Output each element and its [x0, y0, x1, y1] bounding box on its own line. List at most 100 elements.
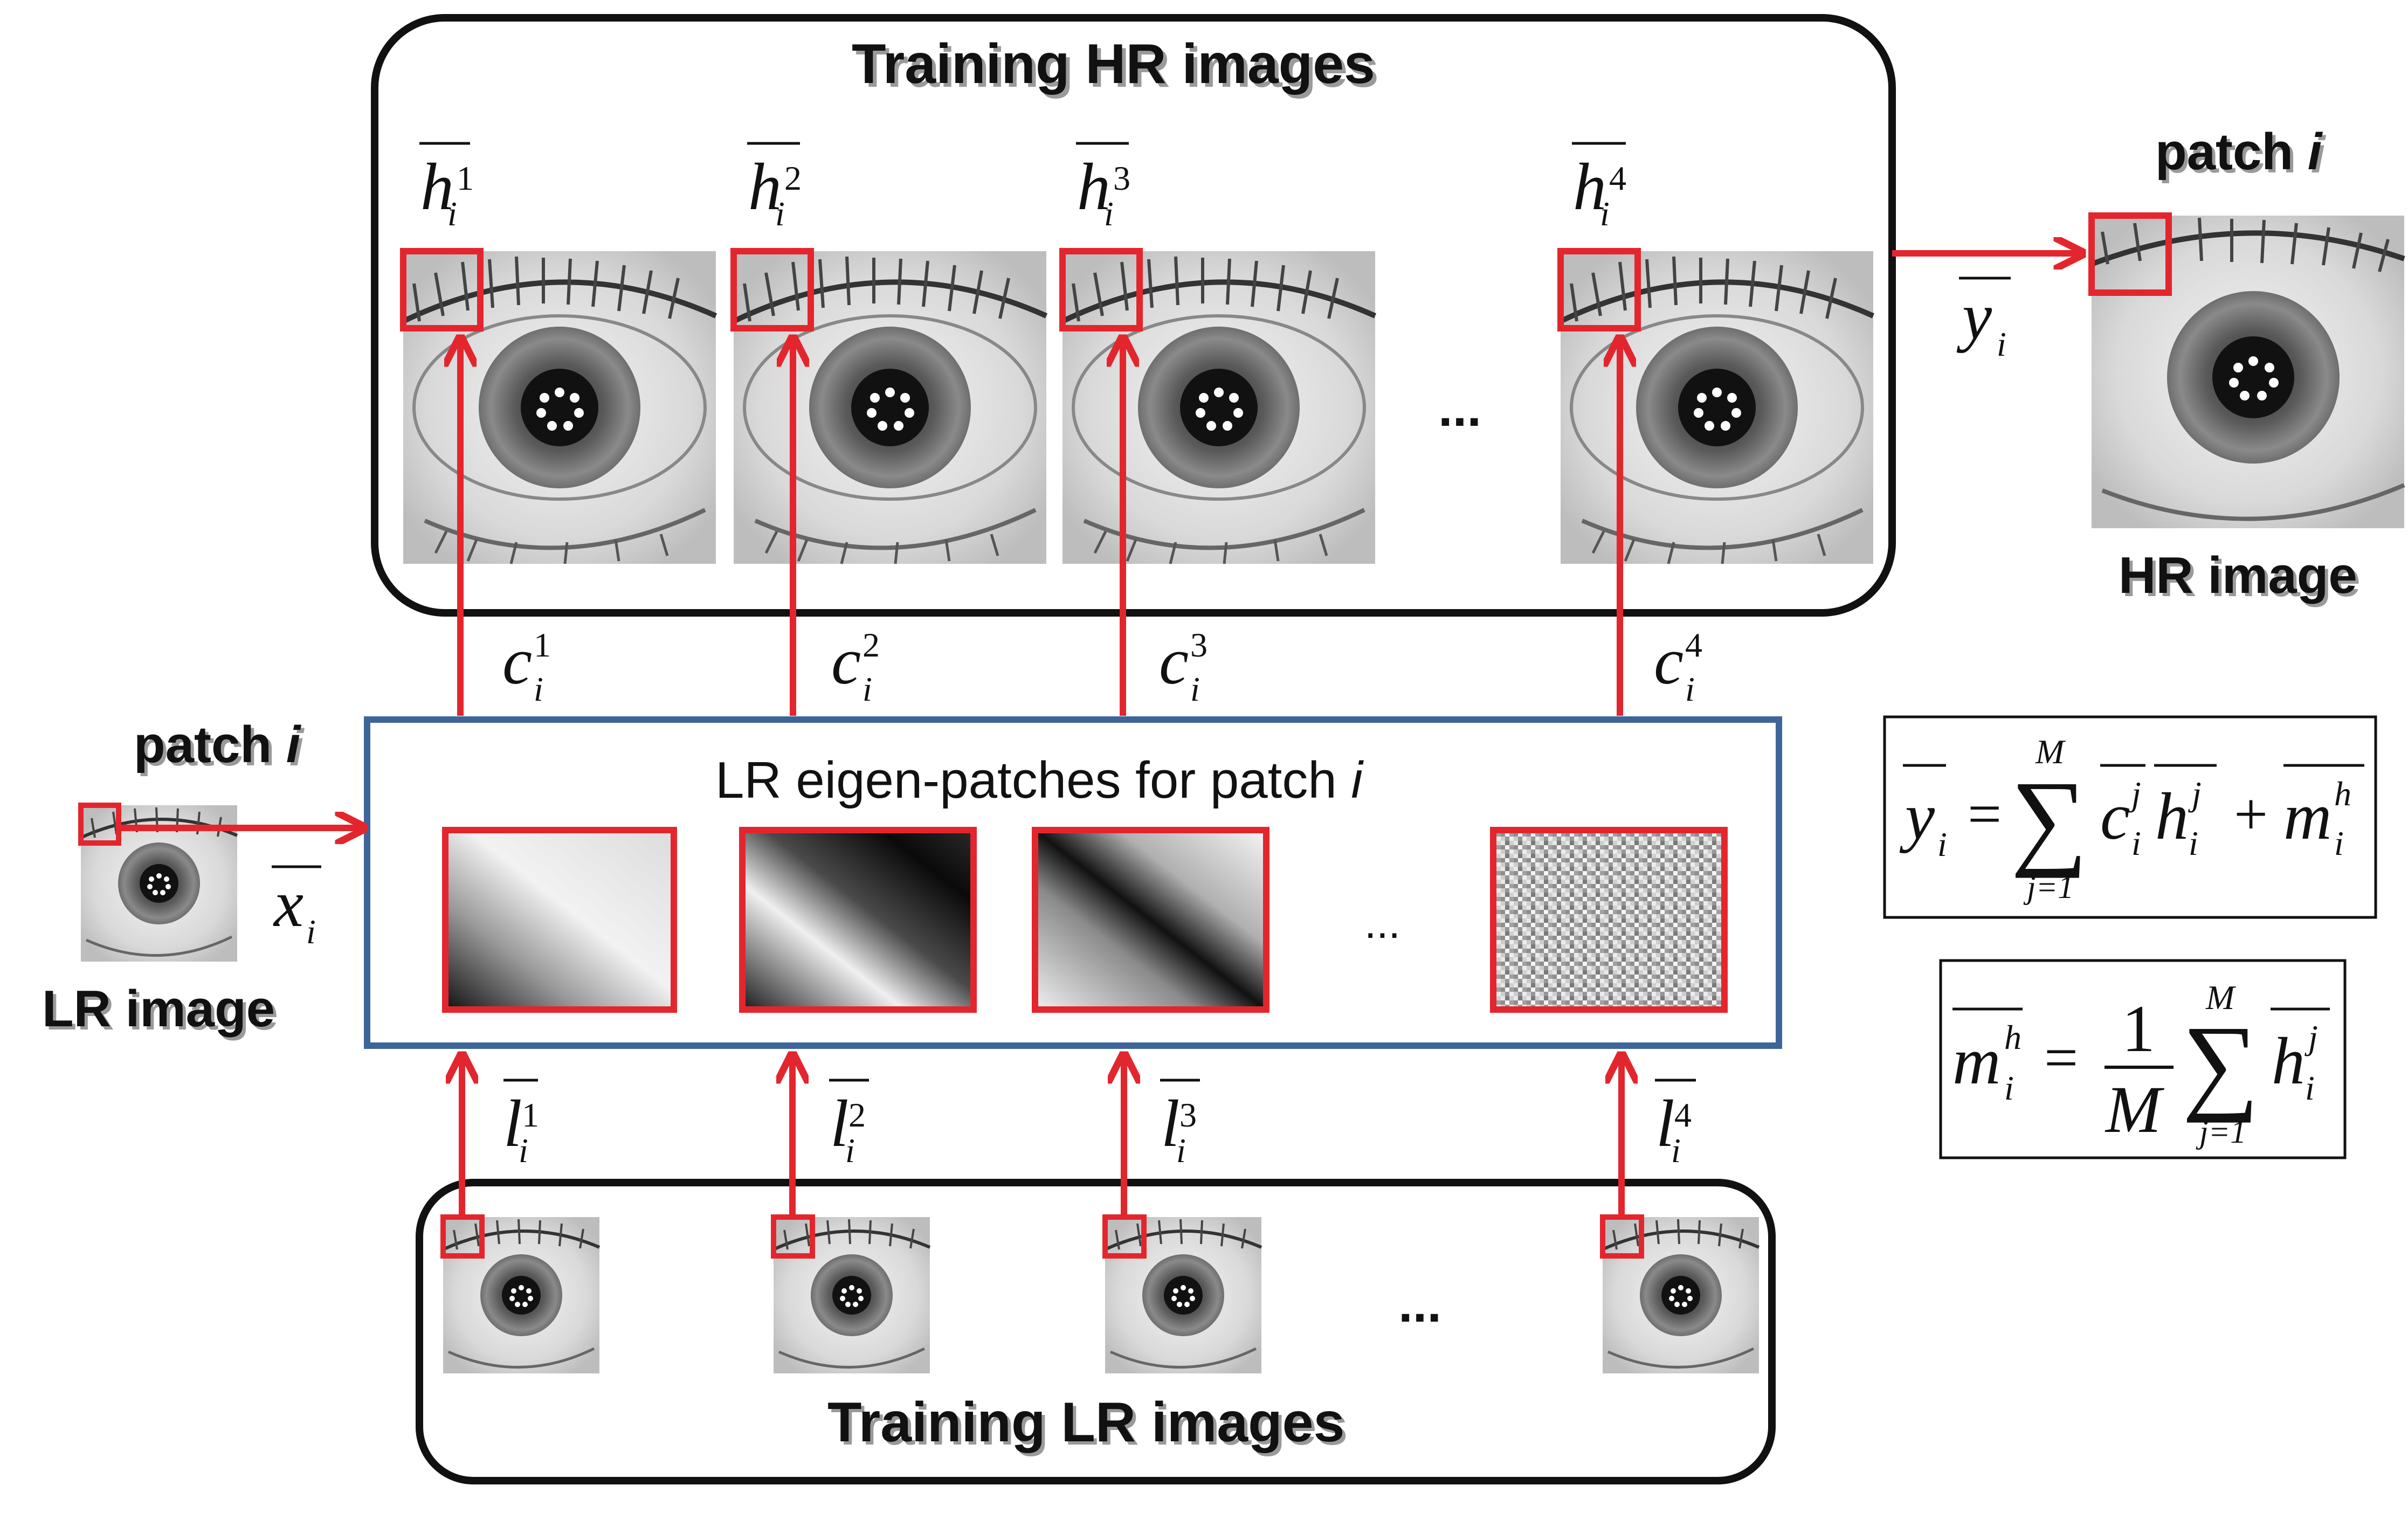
- svg-text:i: i: [845, 1131, 855, 1170]
- lr-eye-image-3: [1105, 1217, 1261, 1373]
- hr-label-3: h 3 i: [1076, 142, 1130, 233]
- output-hr-eye-image: [2092, 216, 2404, 528]
- svg-text:i: i: [534, 670, 543, 708]
- svg-text:i: i: [2131, 824, 2141, 862]
- svg-text:i: i: [2189, 824, 2198, 862]
- lr-patch-box-1: [440, 1214, 485, 1259]
- lr-patch-box-4: [1600, 1214, 1644, 1259]
- training-lr-title: Training LR images: [827, 1391, 1344, 1454]
- svg-text:4: 4: [1609, 159, 1626, 197]
- lr-label-3: l 3 i: [1160, 1079, 1200, 1170]
- svg-text:m: m: [1952, 1024, 2001, 1098]
- svg-text:i: i: [1190, 670, 1200, 708]
- training-lr-frame: [416, 1179, 1776, 1484]
- input-patch-label: patch i: [134, 716, 302, 773]
- hr-image-label: HR image: [2119, 547, 2357, 604]
- svg-text:i: i: [1176, 1131, 1186, 1170]
- output-patch-label: patch i: [2155, 123, 2323, 181]
- svg-text:∑: ∑: [2182, 1004, 2259, 1123]
- svg-text:h: h: [2004, 1018, 2021, 1056]
- lr-image-label: LR image: [42, 980, 275, 1038]
- lr-patch-box-3: [1102, 1214, 1147, 1259]
- lr-eye-image-4: [1603, 1217, 1759, 1373]
- svg-text:=: =: [2044, 1025, 2078, 1091]
- lr-label-1: l 1 i: [503, 1079, 539, 1170]
- svg-text:patch i: patch i: [2158, 126, 2327, 184]
- svg-text:HR image: HR image: [2122, 550, 2361, 607]
- svg-text:i: i: [2305, 1069, 2315, 1107]
- lr-label-4: l 4 i: [1655, 1079, 1696, 1170]
- svg-text:l: l: [1161, 1087, 1179, 1160]
- coef-label-3: c 3 i: [1159, 624, 1208, 708]
- svg-text:i: i: [519, 1131, 528, 1170]
- svg-text:i: i: [2004, 1069, 2014, 1107]
- coef-label-1: c 1 i: [502, 624, 551, 708]
- svg-text:c: c: [2100, 779, 2130, 853]
- hr-patch-box-1: [400, 248, 484, 331]
- svg-text:c: c: [1654, 624, 1683, 698]
- hr-patch-box-2: [730, 248, 814, 331]
- svg-text:y: y: [1899, 779, 1935, 853]
- hr-eye-image-3: [1062, 251, 1375, 564]
- svg-text:1: 1: [2122, 992, 2155, 1066]
- svg-text:l: l: [503, 1087, 522, 1160]
- svg-text:i: i: [2334, 824, 2344, 862]
- svg-text:i: i: [447, 195, 457, 233]
- svg-text:4: 4: [1685, 626, 1702, 664]
- eigen-patches-title: LR eigen-patches for patch i: [715, 751, 1364, 809]
- svg-text:3: 3: [1190, 626, 1208, 664]
- svg-text:2: 2: [863, 626, 880, 664]
- svg-text:c: c: [831, 624, 861, 698]
- svg-text:Training HR images: Training HR images: [855, 37, 1379, 99]
- svg-text:i: i: [1600, 195, 1610, 233]
- svg-text:M: M: [2035, 733, 2066, 771]
- hr-ellipsis: ...: [1438, 379, 1481, 437]
- svg-text:h: h: [2334, 775, 2351, 813]
- svg-text:m: m: [2283, 779, 2332, 853]
- hr-label-1: h 1 i: [419, 142, 474, 233]
- svg-text:h: h: [1077, 150, 1110, 224]
- y-label: y i: [1956, 277, 2011, 363]
- svg-text:4: 4: [1674, 1096, 1692, 1134]
- hr-patch-box-4: [1557, 248, 1641, 331]
- svg-text:LR image: LR image: [45, 983, 278, 1041]
- coef-label-2: c 2 i: [831, 624, 880, 708]
- svg-text:j=1: j=1: [2196, 1114, 2246, 1150]
- eigen-patch-2: [739, 827, 977, 1013]
- svg-text:c: c: [502, 624, 532, 698]
- lr-patch-box-2: [771, 1214, 815, 1259]
- svg-text:y: y: [1956, 279, 1992, 353]
- svg-text:x: x: [273, 867, 303, 941]
- coef-label-4: c 4 i: [1654, 624, 1702, 708]
- svg-text:1: 1: [457, 159, 474, 197]
- svg-text:+: +: [2234, 781, 2268, 848]
- svg-text:h: h: [2272, 1024, 2305, 1098]
- hr-label-4: h 4 i: [1572, 142, 1626, 233]
- svg-text:patch i: patch i: [137, 719, 305, 777]
- svg-text:i: i: [775, 195, 785, 233]
- svg-text:3: 3: [1179, 1096, 1197, 1134]
- eigen-patch-1: [442, 827, 677, 1013]
- svg-text:h: h: [420, 150, 454, 224]
- svg-text:2: 2: [784, 159, 802, 197]
- svg-text:i: i: [306, 913, 316, 951]
- svg-text:3: 3: [1113, 159, 1130, 197]
- svg-text:i: i: [1104, 195, 1114, 233]
- hr-eye-image-4: [1561, 251, 1873, 564]
- eigen-ellipsis: ...: [1364, 899, 1400, 947]
- lr-label-2: l 2 i: [829, 1079, 869, 1170]
- svg-text:Training LR images: Training LR images: [831, 1394, 1348, 1457]
- x-label: x i: [272, 865, 321, 951]
- formula-mean: m h i = 1 M M ∑ j=1 h j i: [1939, 959, 2347, 1159]
- svg-text:h: h: [1573, 150, 1606, 224]
- svg-text:h: h: [748, 150, 782, 224]
- svg-text:i: i: [1937, 825, 1947, 863]
- svg-text:2: 2: [848, 1096, 866, 1134]
- svg-text:1: 1: [534, 626, 551, 664]
- svg-text:h: h: [2155, 779, 2189, 853]
- svg-text:M: M: [2105, 1073, 2164, 1146]
- lr-ellipsis: ...: [1398, 1275, 1441, 1333]
- hr-eye-image-1: [403, 251, 716, 564]
- svg-text:j=1: j=1: [2023, 869, 2074, 905]
- eigen-patches-box: [364, 716, 1782, 1049]
